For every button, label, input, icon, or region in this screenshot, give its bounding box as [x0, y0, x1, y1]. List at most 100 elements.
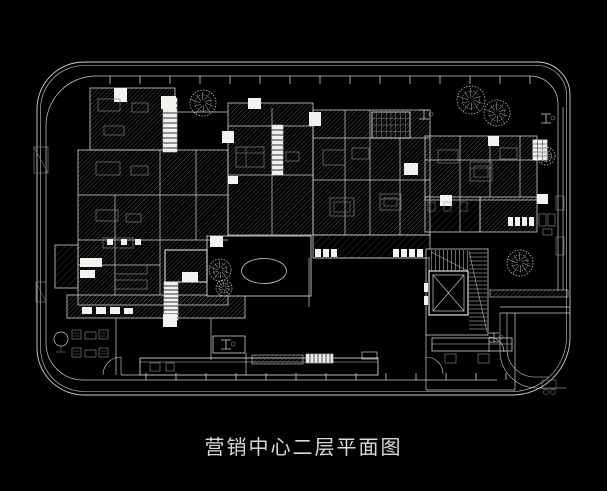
bench-symbol	[489, 332, 504, 343]
chair	[71, 329, 82, 340]
elevator-shaft	[428, 270, 469, 316]
fixture	[393, 249, 399, 257]
site-boundary-outer2	[40, 65, 567, 392]
fixture	[417, 249, 423, 257]
bench-symbol	[541, 113, 556, 124]
furniture	[351, 147, 370, 160]
furniture	[95, 161, 121, 176]
column-marker	[210, 236, 223, 247]
detail	[35, 281, 47, 303]
elevator-cross	[432, 274, 465, 312]
road-curve-b	[506, 313, 549, 378]
stair-diagonal	[430, 251, 469, 272]
tree	[189, 89, 217, 117]
tree	[506, 249, 534, 277]
fixture	[522, 217, 527, 226]
road-curve-a	[499, 313, 566, 389]
furniture	[538, 213, 547, 227]
tree	[536, 146, 556, 166]
site-inner-edge	[45, 75, 530, 381]
fixture	[228, 176, 238, 184]
elevator-door	[424, 283, 428, 292]
terrace-south-wall	[489, 289, 569, 298]
tree	[483, 99, 511, 127]
fixture	[409, 249, 415, 257]
chair-rect	[477, 353, 490, 364]
fixture	[121, 239, 127, 245]
furniture	[97, 98, 121, 112]
column-marker	[163, 314, 177, 327]
boundary-fixture	[33, 146, 49, 174]
fixture	[401, 249, 407, 257]
furniture	[95, 209, 119, 222]
furniture	[149, 362, 161, 372]
chair	[71, 347, 82, 358]
chair	[98, 347, 109, 358]
furniture	[473, 165, 489, 178]
left-wing-main	[77, 149, 229, 306]
reception-symbol	[221, 339, 236, 350]
right-wing-bath	[424, 196, 481, 233]
shaft-grid	[532, 139, 548, 161]
left-annex	[54, 244, 79, 289]
round-table	[53, 331, 69, 347]
counter-strip	[305, 353, 334, 364]
column-marker	[248, 98, 261, 109]
furniture	[437, 149, 459, 164]
right-wing-south	[479, 196, 538, 233]
furniture	[383, 197, 398, 207]
13	[145, 373, 507, 380]
furniture	[555, 236, 565, 256]
elevator-car	[432, 274, 465, 312]
furniture	[469, 161, 493, 182]
landing-desk	[431, 337, 513, 352]
furniture	[379, 193, 402, 211]
column-marker	[309, 112, 321, 126]
column-marker	[537, 194, 548, 204]
column-marker	[404, 163, 418, 175]
counter-cap	[361, 351, 378, 360]
tree	[215, 279, 233, 297]
furniture	[499, 147, 518, 160]
column-marker	[222, 131, 234, 143]
bath-cell	[427, 201, 436, 212]
oval-table	[241, 258, 287, 284]
stair-core	[425, 248, 489, 336]
column-marker	[114, 88, 127, 102]
fixture	[80, 270, 95, 278]
counter-hatch	[251, 354, 304, 365]
fixture	[110, 307, 120, 314]
elevator-door	[424, 296, 428, 305]
plan-caption: 营销中心二层平面图	[204, 435, 403, 459]
column-marker	[488, 136, 499, 146]
fixture	[107, 239, 113, 245]
boundary-fixture	[35, 281, 47, 303]
skylight-grid	[371, 111, 411, 139]
fixture	[508, 217, 513, 226]
site-boundary-outer	[36, 61, 571, 396]
cart-symbol	[541, 379, 557, 390]
fixture	[80, 258, 102, 267]
fixture	[135, 239, 141, 245]
bench-symbol	[419, 109, 434, 120]
furniture	[130, 165, 149, 176]
furniture	[542, 228, 553, 236]
furniture	[329, 197, 355, 217]
tree	[208, 258, 232, 282]
bath-cell	[459, 201, 468, 212]
cart-wheel	[550, 389, 556, 395]
stair-diagonal	[468, 250, 488, 333]
column-marker	[440, 195, 452, 206]
fixture	[182, 272, 198, 282]
furniture	[114, 264, 148, 275]
furniture	[285, 151, 300, 162]
furniture	[165, 362, 175, 372]
fixture	[529, 217, 534, 226]
site-inner-edge-right	[529, 75, 559, 290]
detail	[33, 146, 49, 174]
furniture	[125, 213, 142, 223]
fixture	[96, 307, 106, 314]
furniture	[114, 279, 148, 290]
